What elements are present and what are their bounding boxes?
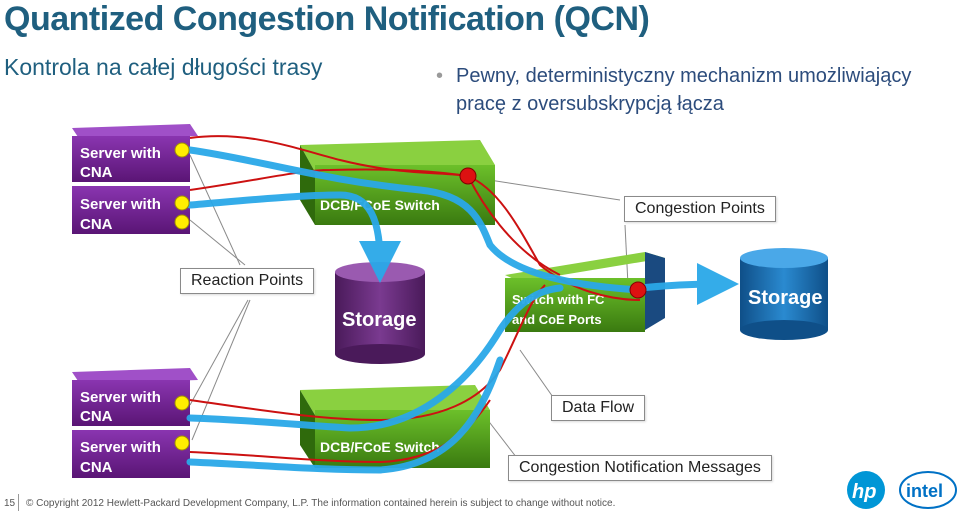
- cp-line-2: [624, 224, 629, 286]
- df-arrow-1: [186, 146, 644, 294]
- storage-left: Storage: [335, 262, 425, 364]
- reaction-points-callout: Reaction Points: [180, 268, 315, 294]
- server-3: Server with CNA: [72, 368, 198, 426]
- rp-line-3: [189, 299, 249, 406]
- storage-left-label: Storage: [342, 309, 416, 331]
- cn-line-3: [467, 175, 641, 301]
- server-3-line2: CNA: [80, 408, 113, 425]
- intel-logo: intel: [899, 471, 957, 509]
- congestion-points-callout: Congestion Points: [624, 196, 776, 222]
- page-number: 15: [4, 498, 16, 509]
- footer-divider: [18, 494, 19, 511]
- hp-logo: hp: [847, 471, 885, 509]
- server-3-line1: Server with: [80, 389, 161, 406]
- df-arrow-5: [186, 356, 504, 474]
- bullet-text: Pewny, deterministyczny mechanizm umożli…: [456, 65, 912, 115]
- reaction-point-icon-4: [174, 395, 190, 411]
- cn-line-5: [189, 284, 546, 422]
- footer: 15 © Copyright 2012 Hewlett-Packard Deve…: [0, 494, 960, 511]
- server-4-line2: CNA: [80, 459, 113, 476]
- server-2-line2: CNA: [80, 216, 113, 233]
- notification-messages-callout: Congestion Notification Messages: [508, 455, 772, 481]
- cn-line-4: [467, 175, 561, 276]
- server-2-line1: Server with: [80, 196, 161, 213]
- server-1-line1: Server with: [80, 145, 161, 162]
- server-1: Server with CNA: [72, 124, 198, 182]
- reaction-point-icon-1: [174, 142, 190, 158]
- data-flow-callout: Data Flow: [551, 395, 646, 421]
- reaction-point-icon-3: [174, 214, 190, 230]
- switch-top-label: DCB/FCoE Switch: [320, 197, 440, 213]
- page-subtitle: Kontrola na całej długości trasy: [4, 54, 323, 80]
- rp-line-2: [189, 219, 246, 266]
- congestion-points: [459, 167, 647, 299]
- reaction-point-icon-2: [174, 195, 190, 211]
- bullet-point: • Pewny, deterministyczny mechanizm umoż…: [436, 62, 956, 118]
- server-2: Server with CNA: [72, 186, 190, 234]
- server-4: Server with CNA: [72, 430, 190, 478]
- reaction-point-icon-5: [174, 435, 190, 451]
- cn-line-1: [189, 135, 469, 177]
- df-arrow-3: [636, 263, 739, 306]
- cn-line-2: [189, 168, 469, 191]
- page-title: Quantized Congestion Notification (QCN): [4, 0, 650, 38]
- congestion-point-icon-1: [459, 167, 477, 185]
- intel-logo-text: intel: [906, 481, 943, 501]
- server-4-line1: Server with: [80, 439, 161, 456]
- reaction-points: [174, 142, 190, 451]
- hp-logo-text: hp: [852, 481, 876, 503]
- df-arrow-2: [186, 191, 401, 283]
- copyright-text: © Copyright 2012 Hewlett-Packard Develop…: [26, 498, 616, 509]
- df-line: [519, 349, 556, 401]
- df-arrow-4: [186, 284, 564, 432]
- bullet-dot-icon: •: [436, 65, 444, 87]
- rp-line-1: [189, 154, 241, 266]
- congestion-point-icon-2: [629, 281, 647, 299]
- data-flow-arrows: [186, 146, 739, 474]
- storage-right: Storage: [740, 248, 828, 340]
- switch-bottom-label: DCB/FCoE Switch: [320, 439, 440, 455]
- storage-right-label: Storage: [748, 287, 822, 309]
- server-1-line2: CNA: [80, 164, 113, 181]
- switch-mid-label-2: and CoE Ports: [512, 312, 602, 327]
